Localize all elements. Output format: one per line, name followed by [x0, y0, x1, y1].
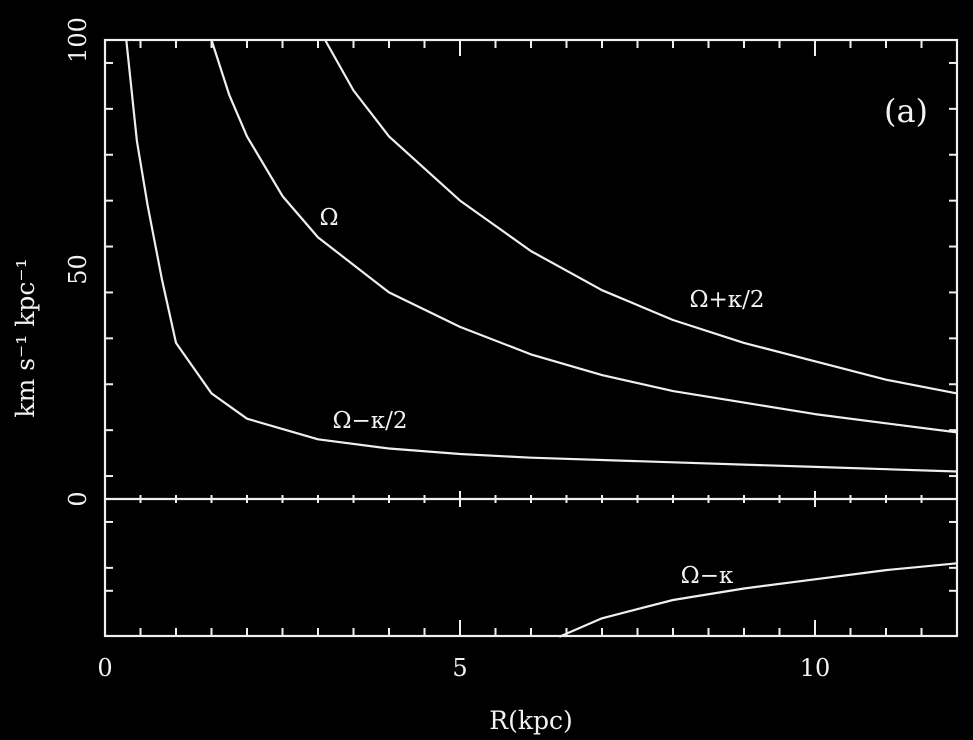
x-tick-label: 10 — [800, 654, 831, 682]
curve-omega-minus-kappa-half — [125, 39, 958, 473]
axis-ticks — [104, 40, 958, 636]
plot-frame — [103, 38, 959, 638]
curves — [125, 39, 958, 638]
label-omega-plus-kappa-half: Ω+κ/2 — [689, 287, 764, 313]
y-tick-label: 100 — [64, 17, 92, 63]
label-omega: Ω — [319, 205, 338, 231]
x-tick-label: 0 — [97, 654, 112, 682]
y-axis-title: km s⁻¹ kpc⁻¹ — [11, 258, 40, 417]
y-tick-label: 0 — [64, 491, 92, 506]
curve-omega-plus-kappa-half — [324, 39, 958, 395]
label-omega-minus-kappa: Ω−κ — [681, 563, 734, 589]
curve-omega-minus-kappa — [558, 562, 958, 638]
panel-label: (a) — [884, 92, 928, 130]
x-tick-label: 5 — [452, 654, 467, 682]
label-omega-minus-kappa-half: Ω−κ/2 — [332, 408, 407, 434]
y-tick-label: 50 — [64, 254, 92, 285]
curve-omega — [210, 39, 958, 434]
x-axis-title: R(kpc) — [489, 706, 572, 735]
